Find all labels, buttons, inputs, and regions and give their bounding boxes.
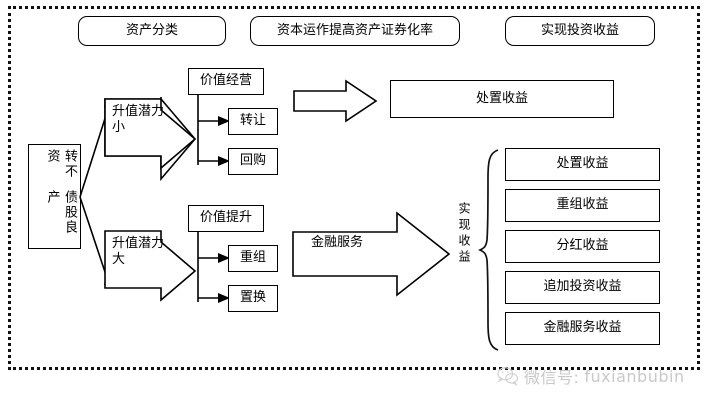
outcome-item-label: 分红收益: [556, 238, 609, 254]
outcome-box-disposal-income[interactable]: 处置收益: [390, 80, 614, 118]
strategy-header-value-enhancement[interactable]: 价值提升: [188, 205, 264, 232]
header-box-label: 资本运作提高资产证券化率: [276, 22, 433, 38]
source-node-column-right: 转不资: [44, 149, 77, 179]
watermark-prefix: 微信号:: [524, 368, 580, 387]
strategy-header-label: 价值经营: [199, 73, 252, 89]
strategy-child-buyback[interactable]: 回购: [228, 148, 278, 175]
watermark-account: fuxianbubin: [584, 366, 685, 386]
source-node[interactable]: 转不资 债股良产: [28, 144, 81, 249]
outcome-group-vertical-label: 实现收益: [457, 202, 471, 266]
outcome-item-dividend[interactable]: 分红收益: [505, 230, 660, 263]
source-node-column-left: 债股良产: [44, 189, 77, 235]
flow-arrow-financial-service[interactable]: [292, 211, 451, 297]
outcome-item-financial-service[interactable]: 金融服务收益: [505, 312, 660, 345]
outcome-item-restructure[interactable]: 重组收益: [505, 189, 660, 222]
outcome-item-label: 追加投资收益: [543, 279, 622, 295]
outcome-item-label: 金融服务收益: [543, 320, 622, 336]
header-box-label: 资产分类: [125, 22, 178, 38]
branch-label-low-line1: 升值潜力: [112, 104, 165, 119]
strategy-header-value-operation[interactable]: 价值经营: [188, 68, 264, 95]
strategy-header-label: 价值提升: [199, 210, 252, 226]
strategy-child-label: 转让: [239, 113, 266, 129]
outcome-item-label: 处置收益: [556, 156, 609, 172]
header-box-label: 实现投资收益: [540, 22, 619, 38]
outcome-item-label: 重组收益: [556, 197, 609, 213]
wechat-icon: [497, 367, 519, 386]
outcome-item-disposal[interactable]: 处置收益: [505, 148, 660, 181]
outcome-group-brace: [478, 148, 502, 352]
strategy-child-swap[interactable]: 置换: [228, 285, 278, 312]
outcome-group-vertical-text: 实现收益: [457, 202, 471, 266]
header-box-asset-classification[interactable]: 资产分类: [78, 16, 226, 46]
strategy-child-label: 回购: [239, 153, 266, 169]
strategy-child-restructure[interactable]: 重组: [228, 245, 278, 272]
flow-arrow-top[interactable]: [293, 79, 378, 123]
strategy-child-label: 置换: [239, 290, 266, 306]
strategy-child-label: 重组: [239, 250, 266, 266]
branch-label-high: 升值潜力 大: [112, 236, 164, 269]
flow-arrow-label: 金融服务: [311, 235, 364, 250]
flow-arrow-label-financial-service: 金融服务: [311, 235, 363, 251]
header-box-capital-operation[interactable]: 资本运作提高资产证券化率: [250, 16, 460, 46]
connector-up-arrow: [79, 105, 112, 198]
strategy-child-transfer[interactable]: 转让: [228, 108, 278, 135]
branch-label-low: 升值潜力 小: [112, 104, 164, 137]
header-box-investment-return[interactable]: 实现投资收益: [505, 16, 655, 46]
outcome-box-label: 处置收益: [475, 90, 528, 106]
watermark: 微信号: fuxianbubin: [497, 364, 685, 388]
branch-label-high-line1: 升值潜力: [112, 236, 165, 251]
branch-label-low-line2: 小: [112, 120, 126, 136]
outcome-item-additional-investment[interactable]: 追加投资收益: [505, 271, 660, 304]
connector-down-arrow: [79, 196, 112, 285]
branch-label-high-line2: 大: [112, 252, 126, 268]
